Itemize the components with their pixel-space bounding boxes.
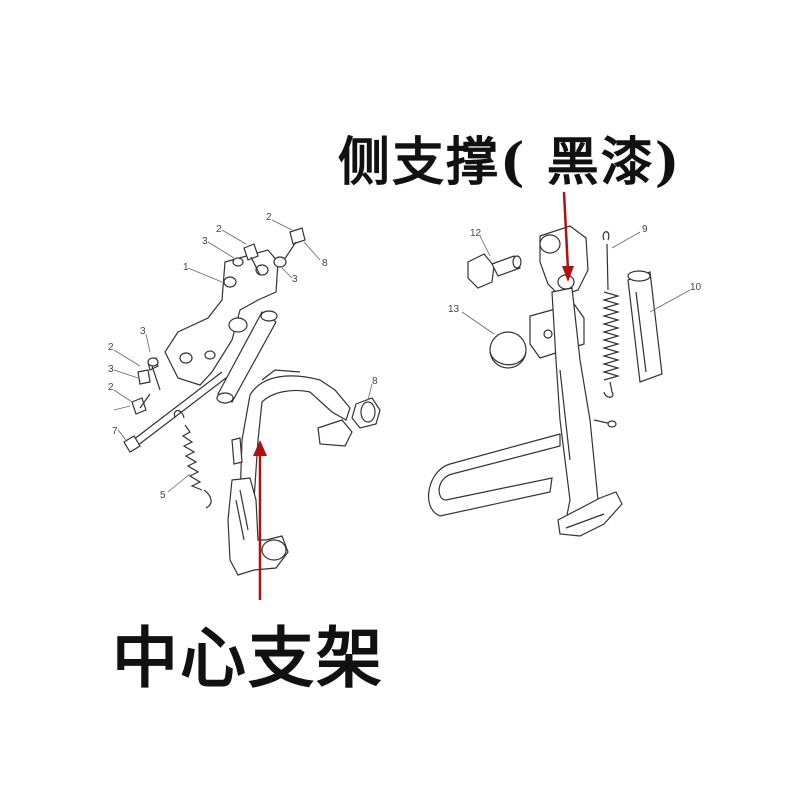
part-number: 2 [108,342,114,353]
part-number: 8 [322,258,328,269]
part-number: 2 [216,224,222,235]
leader-lines-right [461,231,691,335]
part-number: 9 [642,224,648,235]
stand-leg [227,477,289,576]
part-number: 13 [448,304,460,315]
part-number: 10 [690,282,702,293]
callouts-left: 1 2 3 2 3 8 3 2 3 2 7 5 8 [108,212,378,501]
center-stand-label: 中心支架 [112,619,384,697]
part-number: 1 [183,262,189,273]
pointer-arrows [253,191,574,600]
part-number: 7 [112,426,118,437]
side-stand-arrow [562,191,570,271]
spring-sleeve [627,270,663,383]
foot-pad [317,419,353,447]
part-number: 12 [470,228,482,239]
center-stand-assembly: 1 2 3 2 3 8 3 2 3 2 7 5 8 [108,212,381,576]
leader-lines-left [113,219,373,493]
return-spring [173,409,212,509]
kick-arm [427,433,561,517]
part-number: 3 [292,274,298,285]
part-number: 3 [202,236,208,247]
part-number: 2 [108,382,114,393]
mounting-bracket [164,249,279,386]
side-stand-spring [601,231,621,398]
part-number: 5 [160,490,166,501]
part-number: 3 [108,364,114,375]
callouts-right: 12 9 13 10 [448,224,702,315]
part-number: 3 [140,326,146,337]
small-bolts [131,357,161,415]
top-bolts [232,227,306,276]
rubber-cap [489,331,527,369]
side-stand-label: 侧支撑( 黑漆) [338,132,682,193]
pivot-bolt [467,253,522,289]
part-number: 8 [372,376,378,387]
part-number: 2 [266,212,272,223]
side-stand-assembly: 12 9 13 10 [427,224,702,537]
